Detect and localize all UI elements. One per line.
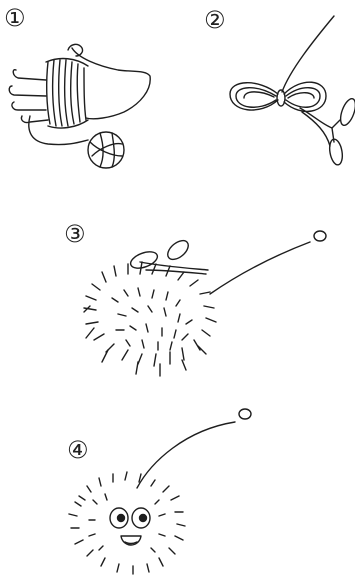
tied-bundle-with-scissors-illustration [190,0,355,175]
step-2: ② [190,0,355,175]
step-3: ③ [60,210,350,390]
left-pupil [118,515,125,522]
scissors-handle-right [164,237,191,263]
cut-pompom-illustration [60,210,350,390]
string-loop [314,231,326,241]
finger-1 [13,70,46,80]
string-loop [239,409,251,419]
tie-string [282,16,334,92]
scissors-handle-1 [338,97,355,127]
finger-3 [12,102,46,110]
scissors-blades [140,262,208,274]
center-knot [277,90,285,106]
scissors-handle-2 [328,138,344,166]
right-loops [284,82,326,111]
yarn-ball [88,132,124,168]
right-pupil [140,515,147,522]
yarn-wraps [47,60,86,126]
pompom-string [210,242,310,294]
hand-wrapping-yarn-illustration [0,0,160,175]
finished-pompom-face-illustration [55,400,305,579]
step-1: ① [0,0,160,175]
pompom-string [137,422,235,488]
finger-2 [9,86,46,96]
step-4: ④ [55,400,305,579]
fuzzy-pompom [84,262,216,376]
thumb [68,44,83,56]
scissors-blade [300,108,332,128]
finger-4 [21,116,48,123]
left-loops [230,83,278,110]
